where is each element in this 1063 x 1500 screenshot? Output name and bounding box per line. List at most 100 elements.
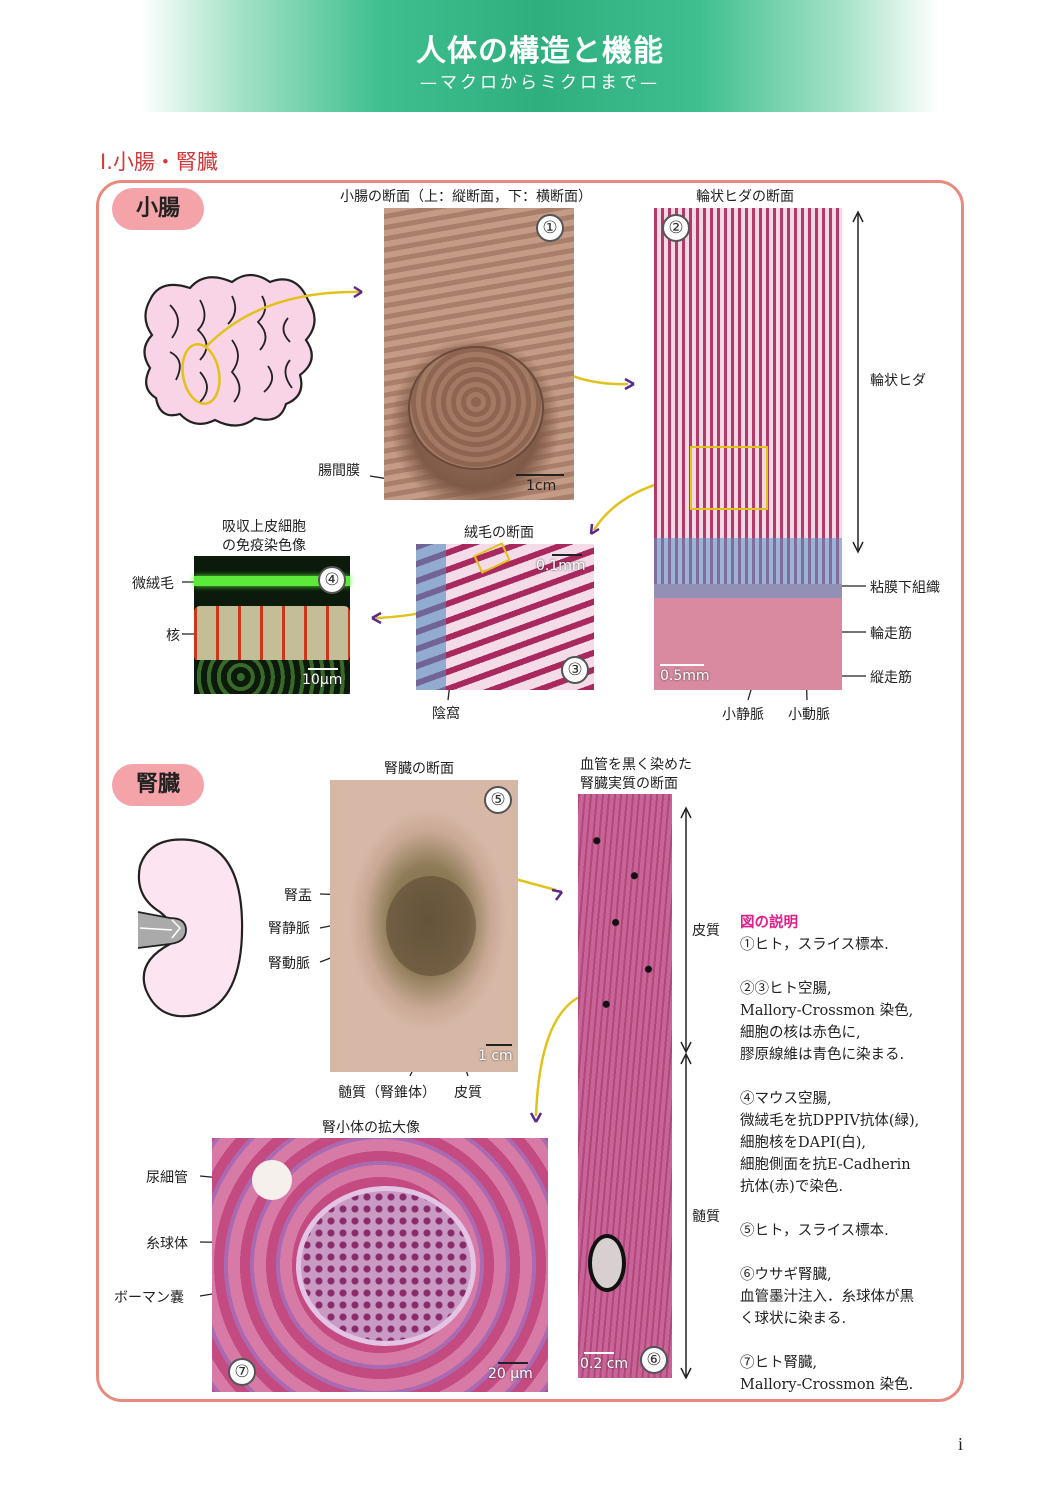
- description-line: [740, 1242, 970, 1264]
- description-lines: ①ヒト，スライス標本. ②③ヒト空腸, Mallory-Crossmon 染色, 細胞…: [740, 934, 970, 1396]
- label-nucleus: 核: [166, 628, 180, 644]
- label-venule: 小静脈: [722, 707, 764, 723]
- fig2-scale-bar: [660, 664, 704, 666]
- fig1-cross-section: [408, 346, 544, 470]
- label-arteriole: 小動脈: [788, 707, 830, 723]
- fig3-number: ③: [561, 656, 589, 684]
- description-line: ④マウス空腸,: [740, 1091, 832, 1107]
- fig7-scale-bar: [498, 1362, 528, 1364]
- fig6-caption-line2: 腎臓実質の断面: [580, 776, 678, 792]
- fig1-caption: 小腸の断面（上：縦断面，下：横断面）: [340, 189, 592, 205]
- fig5-scale: 1 cm: [478, 1048, 513, 1064]
- fig5-pelvis-region: [386, 876, 476, 976]
- fig3-blue-tissue: [416, 544, 446, 690]
- description-line: 細胞側面を抗E-Cadherin: [740, 1157, 911, 1173]
- label-mesentery: 腸間膜: [318, 463, 360, 479]
- description-line: [740, 1198, 970, 1220]
- page-title: 人体の構造と機能: [416, 34, 664, 69]
- fig7-caption: 腎小体の拡大像: [322, 1120, 420, 1136]
- connector-intestine-to-fig1: [204, 290, 363, 349]
- fig6-scale-bar: [584, 1352, 614, 1354]
- header-banner: [140, 0, 940, 112]
- description-line: [740, 956, 970, 978]
- arrowhead-icon: [551, 888, 563, 901]
- small-intestine-label: 小腸: [112, 188, 204, 230]
- arrowhead-icon: [353, 285, 363, 299]
- fig4-caption-line2: の免疫染色像: [222, 538, 306, 554]
- fig4-scale: 10µm: [302, 672, 343, 688]
- arrowhead-icon: [371, 611, 382, 625]
- fig7-scale: 20 µm: [488, 1366, 533, 1382]
- small-intestine-illustration: [143, 273, 316, 427]
- fig6-caption-line1: 血管を黒く染めた: [580, 757, 692, 773]
- arrowhead-icon: [680, 806, 692, 1054]
- label-bowman-capsule: ボーマン嚢: [114, 1290, 184, 1306]
- arrowhead-icon: [680, 1052, 692, 1380]
- fig1-number: ①: [536, 214, 564, 242]
- fig6-number: ⑥: [640, 1346, 668, 1374]
- label-microvilli: 微絨毛: [132, 576, 174, 592]
- content-frame: [96, 180, 964, 1402]
- fig1-intestine-photo: [384, 208, 574, 500]
- fig2-scale: 0.5mm: [660, 668, 710, 684]
- arrowhead-icon: [589, 523, 600, 536]
- fig4-scale-bar: [308, 668, 338, 670]
- arrowhead-icon: [529, 1112, 543, 1123]
- description-line: [740, 1330, 970, 1352]
- fig5-caption: 腎臓の断面: [384, 761, 454, 777]
- label-circular-muscle: 輪走筋: [870, 626, 912, 642]
- description-line: ②③ヒト空腸,: [740, 981, 832, 997]
- description-line: Mallory-Crossmon 染色.: [740, 1377, 914, 1393]
- fig7-tubule-lumen: [252, 1160, 292, 1200]
- description-line: ①ヒト，スライス標本.: [740, 937, 889, 953]
- section-heading: Ⅰ.小腸・腎臓: [100, 150, 218, 174]
- description-line: 微絨毛を抗DPPIV抗体(緑),: [740, 1113, 920, 1129]
- description-line: 抗体(赤)で染色.: [740, 1179, 843, 1195]
- page-subtitle: —マクロからミクロまで—: [420, 73, 660, 93]
- description-line: ⑦ヒト腎臓,: [740, 1355, 818, 1371]
- fig2-submucosa-band: [654, 538, 842, 598]
- description-line: [740, 1066, 970, 1088]
- description-line: 細胞の核は赤色に,: [740, 1025, 861, 1041]
- arrowhead-icon: [624, 377, 635, 391]
- fig5-number: ⑤: [484, 786, 512, 814]
- fig4-microvilli-band: [194, 576, 350, 586]
- fig1-scale-bar: [516, 474, 564, 476]
- description-line: 膠原線維は青色に染まる.: [740, 1047, 905, 1063]
- description-title: 図の説明: [740, 915, 798, 931]
- description-line: ⑥ウサギ腎臓,: [740, 1267, 832, 1283]
- connector-fig6-to-fig7: [534, 992, 587, 1117]
- label-cortex: 皮質: [454, 1085, 482, 1101]
- description-line: ⑤ヒト，スライス標本.: [740, 1223, 889, 1239]
- label-medulla-pyramid: 髄質（腎錐体）: [338, 1085, 436, 1101]
- fig2-caption: 輪状ヒダの断面: [696, 189, 794, 205]
- label-crypt: 陰窩: [432, 706, 460, 722]
- kidney-label: 腎臓: [112, 764, 204, 806]
- fig6-vessel: [588, 1234, 626, 1292]
- fig2-circular-fold-photo: [654, 208, 842, 690]
- label-fig6-cortex: 皮質: [692, 923, 720, 939]
- label-renal-vein: 腎静脈: [268, 921, 310, 937]
- fig7-number: ⑦: [228, 1358, 256, 1386]
- fig4-cell-layer: [194, 606, 350, 662]
- arrowhead-icon: [852, 210, 864, 554]
- label-circular-fold: 輪状ヒダ: [870, 373, 926, 389]
- label-fig6-medulla: 髄質: [692, 1209, 720, 1225]
- description-line: Mallory-Crossmon 染色,: [740, 1003, 914, 1019]
- label-renal-pelvis: 腎盂: [284, 888, 312, 904]
- fig4-lower-tissue: [194, 660, 350, 694]
- description-line: 血管墨汁注入．糸球体が黒: [740, 1289, 914, 1305]
- page-number: i: [958, 1434, 964, 1454]
- fig5-kidney-photo: [330, 780, 518, 1072]
- fig2-number: ②: [662, 214, 690, 242]
- fig3-scale-bar: [552, 554, 582, 556]
- figure-description: 図の説明 ①ヒト，スライス標本. ②③ヒト空腸, Mallory-Crossmon …: [740, 912, 970, 1396]
- fig5-scale-bar: [486, 1044, 512, 1046]
- kidney-illustration: [137, 838, 244, 1018]
- fig7-renal-corpuscle-photo: [212, 1138, 548, 1392]
- label-longitudinal-muscle: 縦走筋: [870, 670, 912, 686]
- label-tubule: 尿細管: [146, 1170, 188, 1186]
- fig7-glomerulus: [296, 1186, 476, 1346]
- label-glomerulus: 糸球体: [146, 1236, 188, 1252]
- description-line: 細胞核をDAPI(白),: [740, 1135, 867, 1151]
